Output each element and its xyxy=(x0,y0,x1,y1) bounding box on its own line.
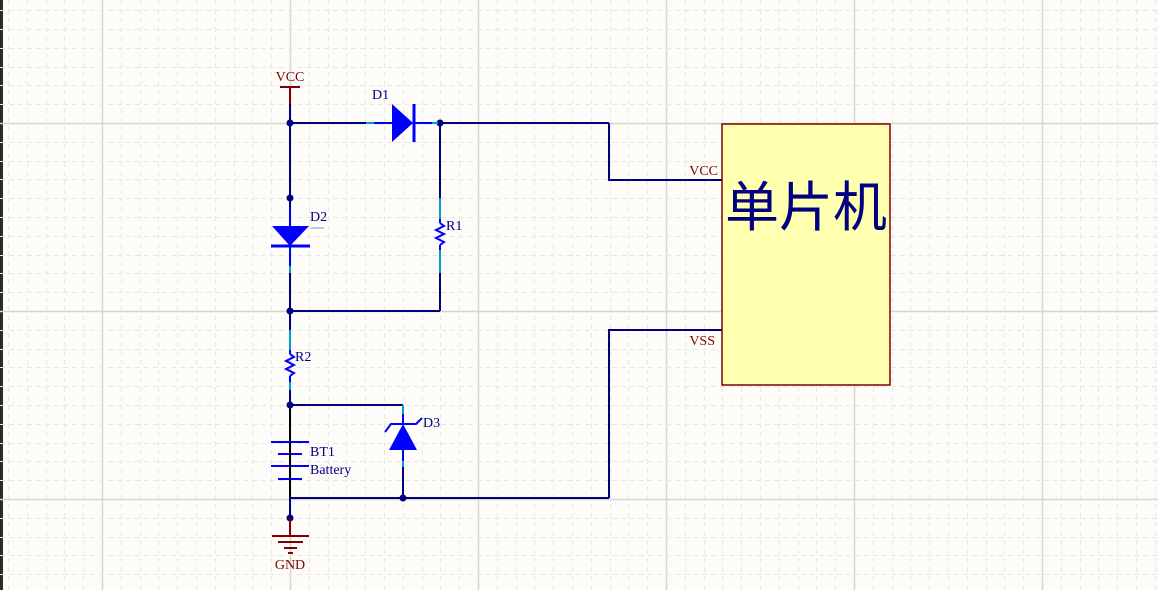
component-bt1[interactable]: BT1 Battery xyxy=(271,441,351,480)
diode-icon xyxy=(271,226,310,248)
component-r1[interactable]: R1 xyxy=(433,198,462,273)
bt1-comment: Battery xyxy=(310,463,351,478)
junction-dot xyxy=(286,307,294,315)
d3-designator: D3 xyxy=(423,416,440,431)
wire[interactable] xyxy=(608,329,722,498)
wire[interactable] xyxy=(608,123,722,181)
junction-dot xyxy=(286,401,294,409)
d2-designator: D2 xyxy=(310,210,327,225)
mcu-title: 单片机 xyxy=(725,176,887,239)
gnd-power-port[interactable]: GND xyxy=(272,518,309,573)
gnd-port-label: GND xyxy=(275,558,305,573)
component-r2[interactable]: R2 xyxy=(283,330,311,390)
wires xyxy=(289,104,722,518)
window-left-border xyxy=(0,0,3,590)
component-d3[interactable]: D3 xyxy=(384,405,440,467)
ground-icon xyxy=(272,535,309,554)
r1-designator: R1 xyxy=(446,219,462,234)
d1-designator: D1 xyxy=(372,88,389,103)
junction-dot xyxy=(399,494,407,502)
component-d2[interactable]: D2 xyxy=(271,207,327,292)
junction-dot xyxy=(436,119,444,127)
resistor-icon xyxy=(283,353,297,377)
component-mcu[interactable]: 单片机 VCC VSS xyxy=(689,123,891,386)
component-d1[interactable]: D1 xyxy=(366,88,438,142)
r2-designator: R2 xyxy=(295,350,311,365)
vcc-power-port[interactable]: VCC xyxy=(276,70,305,104)
mcu-body xyxy=(721,123,891,386)
bt1-designator: BT1 xyxy=(310,445,335,460)
junction-dot xyxy=(286,194,294,202)
junctions xyxy=(286,119,444,522)
resistor-icon xyxy=(433,222,447,246)
junction-dot xyxy=(286,119,294,127)
mcu-pin-vcc-label: VCC xyxy=(689,164,718,179)
zener-diode-icon xyxy=(384,417,423,450)
vcc-port-label: VCC xyxy=(276,70,305,85)
mcu-pin-vss-label: VSS xyxy=(689,334,715,349)
